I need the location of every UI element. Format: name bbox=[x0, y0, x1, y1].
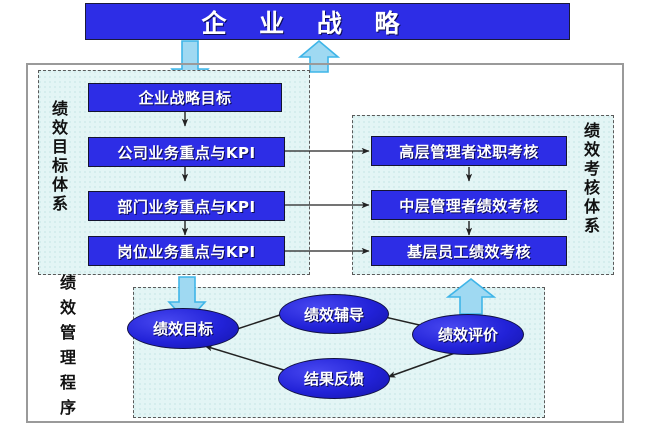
node-position-business-focus-kpi[interactable]: 岗位业务重点与KPI bbox=[88, 236, 285, 266]
node-performance-goal[interactable]: 绩效目标 bbox=[127, 308, 239, 349]
management-process-label: 绩效管理程序 bbox=[57, 274, 76, 424]
strategy-up-arrow bbox=[297, 39, 341, 73]
goal-system-label: 绩效目标体系 bbox=[49, 100, 68, 214]
node-department-business-focus-kpi[interactable]: 部门业务重点与KPI bbox=[88, 191, 285, 221]
process-up-arrow bbox=[445, 277, 497, 315]
node-performance-coaching[interactable]: 绩效辅导 bbox=[279, 294, 389, 334]
node-senior-manager-report-assessment[interactable]: 高层管理者述职考核 bbox=[371, 136, 567, 166]
node-middle-manager-performance-assessment[interactable]: 中层管理者绩效考核 bbox=[371, 190, 567, 220]
node-corporate-strategic-goal[interactable]: 企业战略目标 bbox=[88, 83, 282, 112]
assessment-system-label: 绩效考核体系 bbox=[581, 122, 600, 236]
node-performance-evaluation[interactable]: 绩效评价 bbox=[412, 314, 524, 355]
outer-frame bbox=[26, 63, 624, 423]
strategy-banner: 企 业 战 略 bbox=[85, 3, 570, 40]
node-result-feedback[interactable]: 结果反馈 bbox=[278, 358, 390, 399]
node-frontline-staff-performance-assessment[interactable]: 基层员工绩效考核 bbox=[371, 236, 567, 266]
strategy-banner-label: 企 业 战 略 bbox=[201, 8, 412, 38]
node-company-business-focus-kpi[interactable]: 公司业务重点与KPI bbox=[88, 137, 285, 167]
